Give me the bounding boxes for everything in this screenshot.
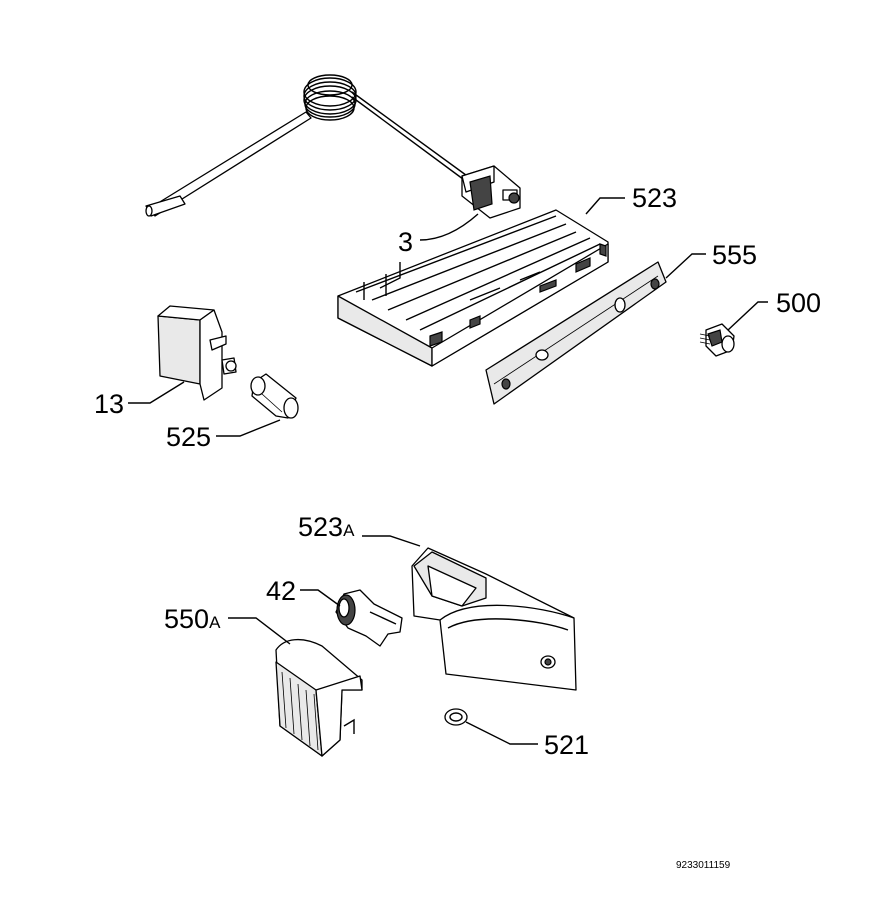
part-555-strip	[485, 261, 667, 405]
part-13-switch	[157, 305, 237, 401]
label-525: 525	[166, 422, 211, 452]
part-521-washer	[444, 708, 468, 726]
label-13: 13	[94, 389, 124, 419]
thermostat-body	[461, 165, 521, 219]
label-523a-number: 523	[298, 512, 343, 542]
leader-500	[727, 301, 768, 331]
leader-523a	[362, 535, 421, 547]
part-500-connector	[699, 323, 735, 357]
part-523a-cover	[411, 547, 577, 691]
label-550a-number: 550	[164, 604, 209, 634]
leader-3	[419, 213, 479, 241]
label-555: 555	[712, 240, 757, 270]
label-550a-suffix: A	[209, 613, 221, 632]
label-523a: 523A	[298, 512, 355, 542]
part-3-thermostat	[145, 74, 521, 219]
label-521: 521	[544, 730, 589, 760]
label-550a: 550A	[164, 604, 221, 634]
part-550a-cap	[275, 639, 363, 757]
leader-42	[300, 589, 341, 607]
callout-labels: 523 3 555 500 13 525 523A 42 550A 521	[94, 183, 821, 760]
label-3: 3	[398, 227, 413, 257]
leader-555	[665, 253, 706, 279]
part-523-housing-tray	[337, 209, 609, 367]
part-525-plunger	[250, 373, 299, 419]
label-523: 523	[632, 183, 677, 213]
leader-523	[585, 197, 625, 215]
label-523a-suffix: A	[343, 521, 355, 540]
leader-525	[216, 419, 281, 437]
leader-3b	[379, 262, 401, 289]
document-code: 9233011159	[676, 860, 731, 871]
part-42-lampholder	[335, 589, 403, 647]
capillary-probe	[145, 111, 312, 217]
capillary-coil	[303, 74, 357, 121]
leader-550a	[228, 617, 291, 645]
leader-lines	[128, 197, 768, 745]
label-42: 42	[266, 576, 296, 606]
leader-13	[128, 381, 185, 404]
label-500: 500	[776, 288, 821, 318]
leader-521	[465, 721, 538, 745]
